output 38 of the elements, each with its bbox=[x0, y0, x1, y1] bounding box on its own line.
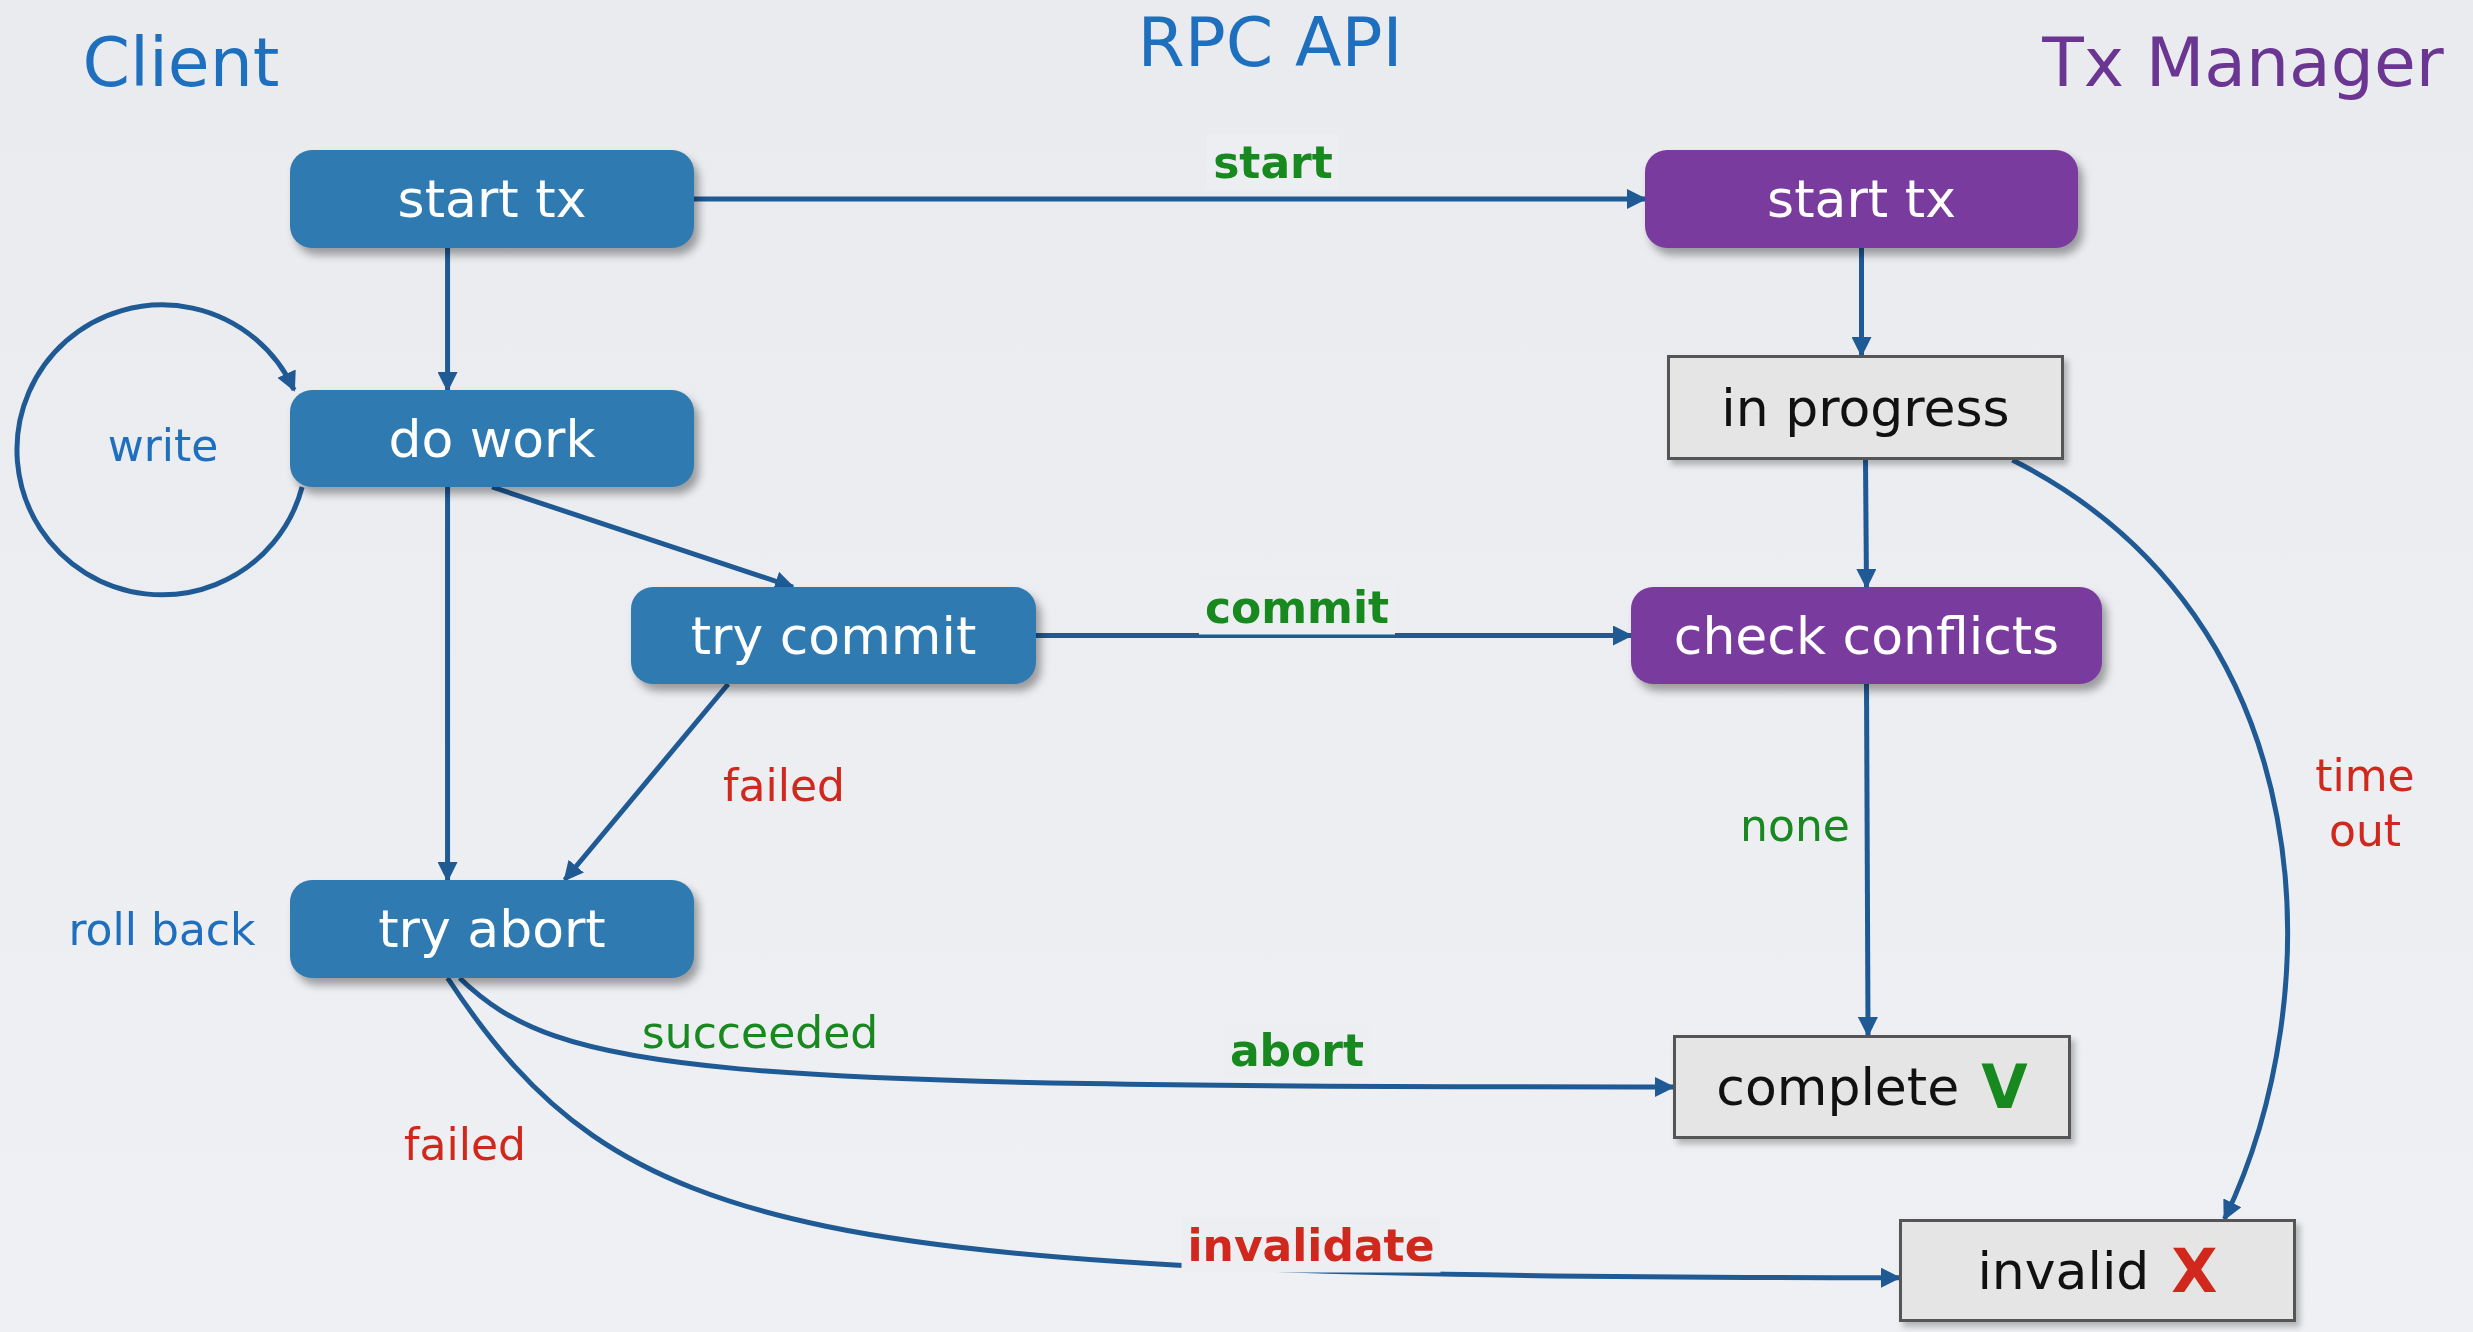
process-box bbox=[290, 880, 694, 978]
box-text: check conflicts bbox=[1673, 605, 2060, 666]
arrow bbox=[437, 248, 458, 392]
arrow bbox=[1857, 684, 1878, 1037]
arrow bbox=[458, 976, 1675, 1097]
status-mark: V bbox=[1981, 1052, 2028, 1122]
arrow bbox=[694, 189, 1647, 209]
arrow bbox=[562, 682, 731, 882]
outcome-label: succeeded bbox=[641, 1008, 879, 1058]
column-heading: RPC API bbox=[1137, 5, 1403, 81]
note-text: roll back bbox=[68, 905, 256, 955]
process-box bbox=[290, 390, 694, 487]
arrow bbox=[445, 976, 1901, 1288]
box-text: in progress bbox=[1721, 377, 2010, 438]
box-text: try commit bbox=[690, 605, 977, 666]
process-box bbox=[1645, 150, 2078, 248]
box-text: start tx bbox=[397, 169, 587, 229]
outcome-label: failed bbox=[404, 1120, 526, 1170]
process-box bbox=[1631, 587, 2102, 684]
loop-arrow bbox=[14, 302, 305, 598]
arrow bbox=[1036, 625, 1633, 646]
box-text: invalid bbox=[1977, 1240, 2150, 1301]
edge-label: write bbox=[106, 418, 220, 473]
box-text: do work bbox=[388, 408, 596, 469]
column-heading: Tx Manager bbox=[2042, 25, 2444, 101]
status-mark: X bbox=[2171, 1235, 2218, 1306]
state-box bbox=[1667, 355, 2064, 460]
state-box bbox=[1899, 1219, 2296, 1322]
arrow bbox=[437, 487, 458, 882]
box-text: complete bbox=[1716, 1057, 1960, 1117]
arrow bbox=[1851, 248, 1872, 357]
box-text: start tx bbox=[1767, 169, 1956, 229]
arrow bbox=[1856, 460, 1877, 589]
process-box bbox=[631, 587, 1036, 684]
box-text: try abort bbox=[378, 899, 606, 959]
column-heading: Client bbox=[82, 25, 280, 101]
process-box bbox=[290, 150, 694, 248]
state-box bbox=[1673, 1035, 2071, 1139]
